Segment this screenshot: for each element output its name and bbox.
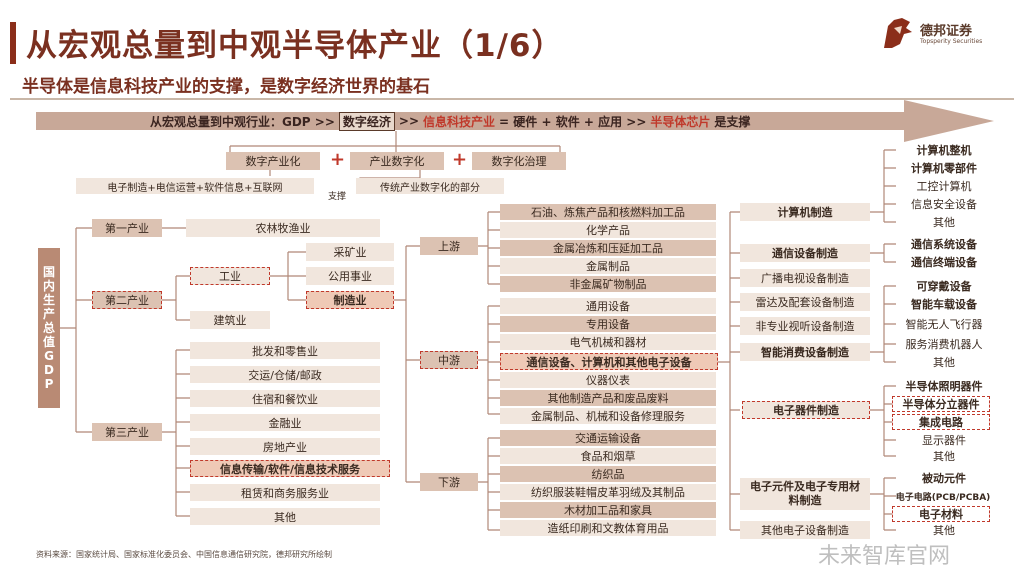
industrialization-detail: 电子制造+电信运营+软件信息+互联网	[76, 178, 314, 194]
leaf-item: 服务消费机器人	[905, 338, 983, 351]
source-note: 资料来源：国家统计局、国家标准化委员会、中国信息通信研究院，德邦研究所绘制	[36, 550, 332, 559]
band-sep: >>	[398, 114, 420, 128]
watermark: 未来智库官网	[818, 544, 951, 569]
midstream-item: 金属制品、机械和设备修理服务	[500, 408, 716, 424]
leaf-item: 其他	[933, 216, 955, 229]
logo-icon	[880, 14, 916, 54]
industrial-digitalization: 产业数字化	[350, 152, 444, 170]
leaf-item: 信息安全设备	[911, 198, 977, 211]
midstream: 中游	[420, 351, 478, 369]
band-digital-economy: 数字经济	[338, 111, 395, 131]
electronic-device-manufacturing: 电子器件制造	[742, 401, 870, 419]
tertiary-item: 房地产业	[190, 438, 380, 455]
manufacturing: 制造业	[306, 291, 394, 309]
digital-industrialization: 数字产业化	[226, 152, 320, 170]
computer-manufacturing: 计算机制造	[740, 203, 870, 221]
primary-sector: 第一产业	[92, 219, 162, 237]
av-equipment: 非专业视听设备制造	[740, 317, 870, 335]
tertiary-item: 交运/仓储/邮政	[190, 366, 380, 383]
leaf-item: 电子电路(PCB/PCBA)	[895, 492, 991, 503]
band-chip: 半导体芯片	[650, 114, 711, 129]
upstream: 上游	[420, 237, 478, 255]
upstream-item: 化学产品	[500, 222, 716, 238]
page-title: 从宏观总量到中观半导体产业（1/6）	[26, 28, 564, 64]
leaf-item: 智能无人飞行器	[905, 318, 983, 331]
downstream-item: 木材加工品和家具	[500, 502, 716, 518]
upstream-item: 金属制品	[500, 258, 716, 274]
leaf-item: 其他	[933, 524, 955, 537]
support-label: 支撑	[327, 191, 346, 202]
digital-governance: 数字化治理	[472, 152, 566, 170]
midstream-item: 仪器仪表	[500, 372, 716, 388]
secondary-sector: 第二产业	[92, 291, 162, 309]
info-tech-services: 信息传输/软件/信息技术服务	[190, 460, 390, 477]
radar-equipment: 雷达及配套设备制造	[740, 293, 870, 311]
smart-consumer-devices: 智能消费设备制造	[740, 343, 870, 361]
upstream-item: 非金属矿物制品	[500, 276, 716, 292]
tertiary-sector: 第三产业	[92, 423, 162, 441]
logo-text: 德邦证券	[920, 24, 973, 39]
downstream-item: 食品和烟草	[500, 448, 716, 464]
midstream-item: 电气机械和器材	[500, 334, 716, 350]
tertiary-item: 租赁和商务服务业	[190, 484, 380, 501]
downstream-item: 交通运输设备	[500, 430, 716, 446]
downstream: 下游	[420, 473, 478, 491]
comm-equipment-manufacturing: 通信设备制造	[740, 244, 870, 262]
leaf-item: 计算机整机	[916, 144, 972, 157]
upstream-item: 石油、炼焦产品和核燃料加工品	[500, 204, 716, 220]
other-electronics: 其他电子设备制造	[740, 521, 870, 539]
band-info-tech: 信息科技产业	[423, 114, 496, 129]
downstream-item: 纺织服装鞋帽皮革羽绒及其制品	[500, 484, 716, 500]
tertiary-item: 金融业	[190, 414, 380, 431]
header-divider	[10, 98, 1014, 100]
midstream-item: 通用设备	[500, 298, 716, 314]
downstream-item: 纺织品	[500, 466, 716, 482]
leaf-item-material: 电子材料	[892, 506, 990, 522]
band-suffix: 是支撑	[714, 114, 751, 129]
band-prefix: 从宏观总量到中观行业：GDP >>	[150, 114, 335, 129]
flow-arrow-head	[904, 100, 994, 142]
component-manufacturing: 电子元件及电子专用材料制造	[740, 478, 870, 510]
leaf-item: 其他	[933, 450, 955, 463]
plus-icon: +	[452, 149, 468, 170]
flow-arrow-band	[36, 112, 906, 130]
utilities: 公用事业	[306, 267, 394, 285]
flow-arrow-text: 从宏观总量到中观行业：GDP >> 数字经济 >> 信息科技产业 = 硬件 + …	[150, 110, 750, 132]
leaf-item-ic: 集成电路	[892, 414, 990, 430]
tertiary-item: 住宿和餐饮业	[190, 390, 380, 407]
plus-icon: +	[330, 149, 346, 170]
digitalization-detail: 传统产业数字化的部分	[356, 178, 504, 194]
band-equation: = 硬件 + 软件 + 应用 >>	[499, 114, 647, 129]
page-subtitle: 半导体是信息科技产业的支撑，是数字经济世界的基石	[22, 77, 430, 97]
construction: 建筑业	[190, 311, 270, 329]
downstream-item: 造纸印刷和文教体育用品	[500, 520, 716, 536]
leaf-item: 计算机零部件	[911, 162, 977, 175]
mining: 采矿业	[306, 243, 394, 261]
leaf-item: 工控计算机	[916, 180, 972, 193]
leaf-item: 可穿戴设备	[916, 280, 972, 293]
industry: 工业	[190, 267, 270, 285]
agriculture: 农林牧渔业	[186, 219, 380, 237]
broadcast-equipment: 广播电视设备制造	[740, 269, 870, 287]
leaf-item: 智能车载设备	[911, 298, 977, 311]
midstream-item: 专用设备	[500, 316, 716, 332]
electronics-equipment: 通信设备、计算机和其他电子设备	[500, 353, 718, 370]
leaf-item-discrete: 半导体分立器件	[892, 396, 990, 412]
leaf-item: 通信系统设备	[911, 238, 977, 251]
leaf-item: 其他	[933, 356, 955, 369]
upstream-item: 金属冶炼和压延加工品	[500, 240, 716, 256]
leaf-item: 显示器件	[922, 434, 966, 447]
leaf-item: 被动元件	[922, 472, 966, 485]
logo-subtext: Topsperity Securities	[920, 38, 983, 45]
tertiary-item: 批发和零售业	[190, 342, 380, 359]
leaf-item: 通信终端设备	[911, 256, 977, 269]
leaf-item: 半导体照明器件	[905, 380, 983, 393]
midstream-item: 其他制造产品和废品废料	[500, 390, 716, 406]
title-accent-bar	[10, 22, 16, 64]
tertiary-item: 其他	[190, 508, 380, 525]
